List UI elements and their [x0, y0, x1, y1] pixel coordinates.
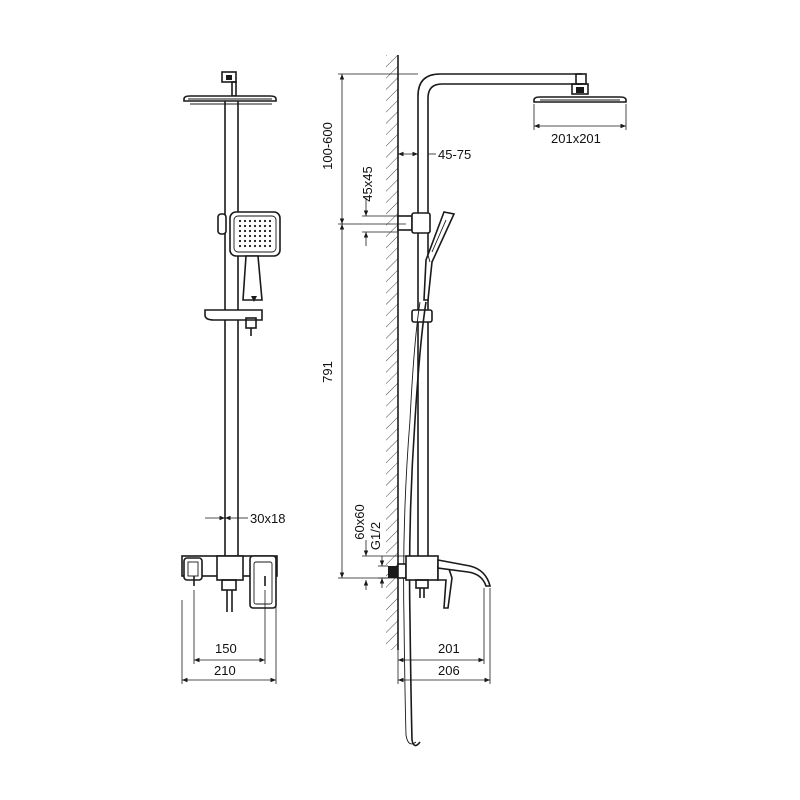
spray-nozzle [253, 224, 257, 228]
spray-nozzle [238, 224, 242, 228]
spray-nozzle [263, 234, 267, 238]
side-vertical-dimensions: 100-600 791 45x45 60x60 G1/2 [320, 73, 418, 590]
spray-nozzle [268, 234, 272, 238]
slide-bar-front [224, 101, 239, 556]
spray-nozzle [263, 244, 267, 248]
spray-nozzle [253, 239, 257, 243]
spray-nozzle [238, 239, 242, 243]
spray-nozzle [243, 219, 247, 223]
side-bottom-dimensions: 201 206 [397, 588, 491, 684]
spray-nozzle [238, 244, 242, 248]
spray-nozzle [248, 229, 252, 233]
spray-nozzle [268, 224, 272, 228]
spray-nozzle [263, 239, 267, 243]
spray-nozzle [258, 224, 262, 228]
spray-nozzle [243, 244, 247, 248]
slider-holder-front [204, 309, 263, 336]
hand-shower-side [423, 211, 456, 301]
spray-nozzle [253, 229, 257, 233]
spray-nozzle [248, 219, 252, 223]
wall-bracket-front [217, 213, 227, 235]
mixer-width-label: 210 [214, 663, 236, 678]
spray-nozzle [243, 234, 247, 238]
spray-nozzle [248, 239, 252, 243]
spray-nozzle [243, 224, 247, 228]
slide-bar-side [417, 322, 429, 556]
inlet-spacing-label: 150 [215, 641, 237, 656]
wall-section [386, 55, 399, 650]
head-size-dimension: 201x201 [533, 104, 627, 146]
spray-nozzles [238, 219, 272, 248]
rain-head-front [183, 71, 277, 105]
hand-shower-front [229, 211, 281, 302]
bar-length-label: 791 [320, 361, 335, 383]
spray-nozzle [268, 229, 272, 233]
spray-nozzle [253, 234, 257, 238]
spray-nozzle [248, 244, 252, 248]
spray-nozzle [268, 219, 272, 223]
front-view: 30x18 150 210 [181, 71, 285, 684]
wall-bracket-side [397, 212, 431, 234]
spray-nozzle [268, 239, 272, 243]
spray-nozzle [238, 219, 242, 223]
total-depth-label: 206 [438, 663, 460, 678]
spray-nozzle [258, 234, 262, 238]
spray-nozzle [238, 234, 242, 238]
mixer-front [181, 555, 278, 612]
spray-nozzle [248, 234, 252, 238]
wall-offset-label: 45-75 [438, 147, 471, 162]
spray-nozzle [248, 224, 252, 228]
spray-nozzle [258, 219, 262, 223]
spray-nozzle [263, 219, 267, 223]
spray-nozzle [253, 219, 257, 223]
thread-label: G1/2 [368, 522, 383, 550]
bracket-size-label: 45x45 [360, 166, 375, 201]
spray-nozzle [258, 239, 262, 243]
overhead-arm-side [417, 73, 627, 310]
spray-nozzle [258, 229, 262, 233]
slider-holder-side [411, 309, 433, 323]
head-size-label: 201x201 [551, 131, 601, 146]
spray-nozzle [263, 229, 267, 233]
bar-profile-dimension: 30x18 [205, 511, 285, 526]
spray-nozzle [253, 244, 257, 248]
wall-offset-dimension: 45-75 [398, 147, 471, 162]
shower-hose [403, 301, 427, 747]
spray-nozzle [268, 244, 272, 248]
mixer-plate-label: 60x60 [352, 504, 367, 539]
riser-height-label: 100-600 [320, 122, 335, 170]
mixer-side [388, 555, 492, 609]
spout-reach-label: 201 [438, 641, 460, 656]
spray-nozzle [243, 229, 247, 233]
front-bottom-dimensions: 150 210 [181, 590, 277, 684]
spray-nozzle [263, 224, 267, 228]
side-view: 201x201 45-75 [320, 55, 627, 747]
spray-nozzle [238, 229, 242, 233]
spray-nozzle [243, 239, 247, 243]
spray-nozzle [258, 244, 262, 248]
bar-profile-label: 30x18 [250, 511, 285, 526]
